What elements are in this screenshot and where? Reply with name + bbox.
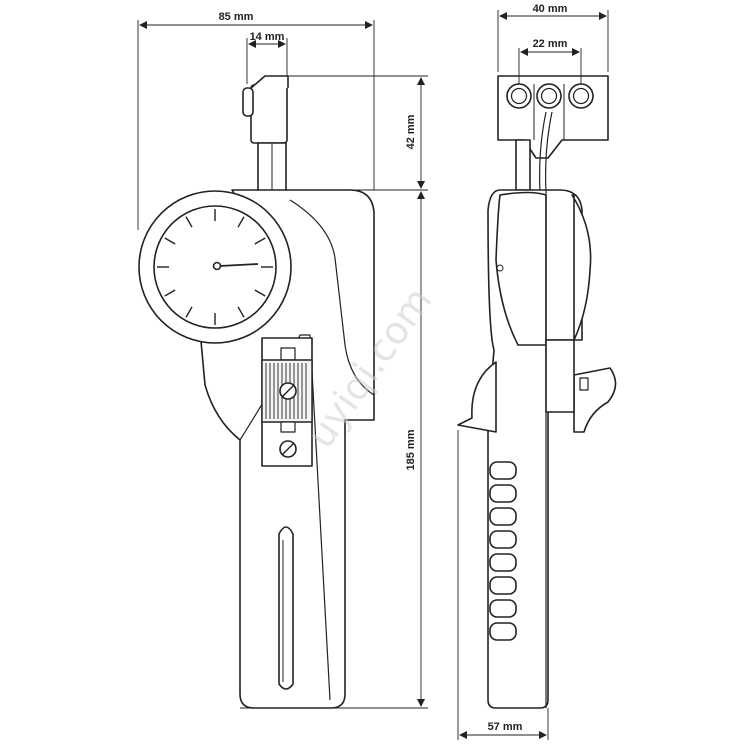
dim-label-14: 14 mm <box>250 31 285 43</box>
dim-label-22: 22 mm <box>533 38 568 50</box>
dim-label-185: 185 mm <box>405 429 417 470</box>
dial-tick <box>254 237 266 245</box>
dim-label-40: 40 mm <box>533 3 568 15</box>
adjustment-clamp <box>261 337 313 467</box>
grip-slot <box>278 526 294 690</box>
grip-rib <box>489 553 517 572</box>
grip-rib <box>489 484 517 503</box>
side-view <box>457 75 617 709</box>
dial-tick <box>237 216 245 228</box>
dim-label-85: 85 mm <box>219 11 254 23</box>
side-clamp-front <box>457 361 497 433</box>
side-marker-dot <box>496 264 504 272</box>
dial-tick <box>237 306 245 318</box>
dial-tick <box>164 289 176 297</box>
grip-rib <box>489 576 517 595</box>
grip-rib <box>489 622 517 641</box>
dial-tick <box>185 216 193 228</box>
dim-label-42: 42 mm <box>405 114 417 149</box>
grip-rib <box>489 507 517 526</box>
roller-head <box>497 75 609 193</box>
dial-tick <box>185 306 193 318</box>
dial-tick <box>254 289 266 297</box>
dial-tick <box>164 237 176 245</box>
probe-head <box>242 75 289 192</box>
side-dial-bulge <box>571 194 592 341</box>
front-dimensions <box>137 20 428 709</box>
dial-needle <box>219 263 259 267</box>
dial-pivot <box>212 261 222 271</box>
front-inner-line <box>289 199 375 396</box>
dial-ticks <box>157 209 273 325</box>
grip-rib <box>489 530 517 549</box>
side-front-face <box>495 191 547 346</box>
side-dimensions <box>457 10 609 740</box>
front-view <box>138 75 375 709</box>
grip-ribs <box>489 461 517 641</box>
dim-label-57: 57 mm <box>488 721 523 733</box>
grip-rib <box>489 599 517 618</box>
grip-rib <box>489 461 517 480</box>
